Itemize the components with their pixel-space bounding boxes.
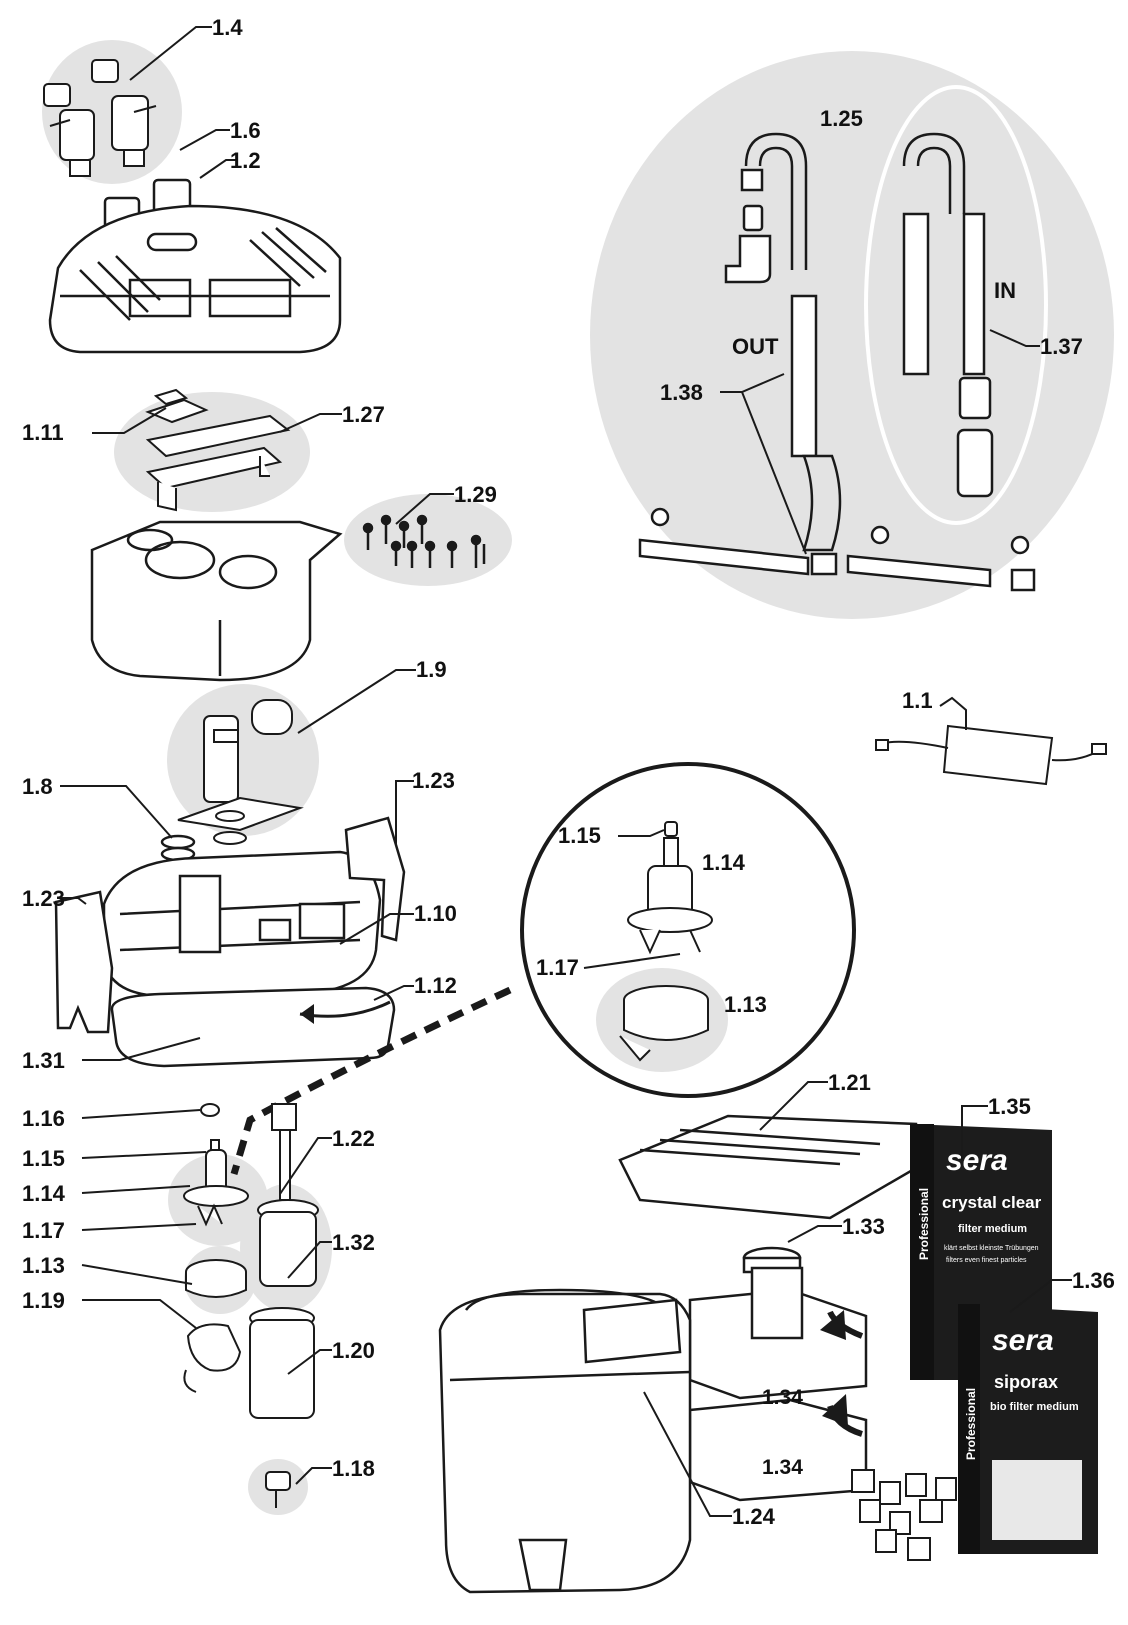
callout-1-13-left: 1.13 bbox=[22, 1253, 65, 1278]
callout-labels: 1.4 1.6 1.2 1.11 1.27 1.29 1.9 1.8 1.23 … bbox=[22, 15, 1115, 1529]
pipe-set-part bbox=[638, 132, 1036, 592]
detail-zoom-circle bbox=[520, 762, 856, 1098]
ceramic-rings-part bbox=[851, 1469, 957, 1561]
product-box-siporax: sera siporax bio filter medium Professio… bbox=[958, 1304, 1098, 1554]
callout-1-33: 1.33 bbox=[842, 1214, 885, 1239]
box-crystal-product: crystal clear bbox=[942, 1193, 1042, 1212]
box-siporax-brand: sera bbox=[992, 1324, 1054, 1357]
callout-1-25: 1.25 bbox=[820, 106, 863, 131]
callout-1-14-detail: 1.14 bbox=[702, 850, 746, 875]
box-crystal-line2: klärt selbst kleinste Trübungen bbox=[944, 1245, 1039, 1252]
pump-module-part bbox=[177, 699, 304, 845]
callout-1-23-right: 1.23 bbox=[412, 768, 455, 793]
callout-1-37: 1.37 bbox=[1040, 334, 1083, 359]
box-crystal-brand: sera bbox=[946, 1144, 1008, 1177]
callout-1-9: 1.9 bbox=[416, 657, 447, 682]
box-crystal-side: Professional bbox=[917, 1188, 931, 1260]
rotation-arrowhead-icon bbox=[300, 1004, 314, 1024]
callout-1-2: 1.2 bbox=[230, 148, 261, 173]
callout-1-20: 1.20 bbox=[332, 1338, 375, 1363]
callout-1-17-detail: 1.17 bbox=[536, 955, 579, 980]
pipe-in-label: IN bbox=[994, 278, 1016, 303]
callout-1-22: 1.22 bbox=[332, 1126, 375, 1151]
callout-1-23-left: 1.23 bbox=[22, 886, 65, 911]
callout-1-36: 1.36 bbox=[1072, 1268, 1115, 1293]
callout-1-15-left: 1.15 bbox=[22, 1146, 65, 1171]
callout-1-12: 1.12 bbox=[414, 973, 457, 998]
filter-lid-part bbox=[48, 178, 342, 354]
callout-1-1: 1.1 bbox=[902, 688, 933, 713]
bubble-1-27 bbox=[114, 392, 310, 512]
callout-1-27: 1.27 bbox=[342, 402, 385, 427]
callout-1-18: 1.18 bbox=[332, 1456, 375, 1481]
bubble-1-25 bbox=[590, 51, 1114, 619]
small-parts-left bbox=[183, 1103, 319, 1508]
callout-1-31: 1.31 bbox=[22, 1048, 65, 1073]
box-siporax-side: Professional bbox=[964, 1388, 978, 1460]
callout-1-6: 1.6 bbox=[230, 118, 261, 143]
valve-taps-part bbox=[43, 59, 157, 177]
callout-1-38: 1.38 bbox=[660, 380, 703, 405]
screws-part bbox=[362, 514, 486, 568]
callout-1-35: 1.35 bbox=[988, 1094, 1031, 1119]
callout-1-10: 1.10 bbox=[414, 901, 457, 926]
callout-1-34-lower: 1.34 bbox=[762, 1456, 803, 1479]
callout-1-29: 1.29 bbox=[454, 482, 497, 507]
detail-link-dashed bbox=[230, 986, 512, 1175]
insert-arrow-icon-lower bbox=[822, 1394, 848, 1426]
callout-1-15-detail: 1.15 bbox=[558, 823, 601, 848]
box-siporax-line1: bio filter medium bbox=[990, 1401, 1079, 1413]
box-crystal-line1: filter medium bbox=[958, 1223, 1027, 1235]
callout-1-34-upper: 1.34 bbox=[762, 1386, 803, 1409]
box-crystal-line3: filters even finest particles bbox=[946, 1257, 1027, 1264]
callout-1-14-left: 1.14 bbox=[22, 1181, 66, 1206]
in-pipe-group-ring bbox=[864, 85, 1048, 525]
insert-arrow-icon-upper bbox=[820, 1310, 846, 1340]
power-supply-part bbox=[875, 724, 1107, 786]
filter-canister-part bbox=[438, 1114, 918, 1594]
callout-1-4: 1.4 bbox=[212, 15, 243, 40]
leader-lines bbox=[60, 26, 1072, 1517]
switch-board-part bbox=[145, 388, 291, 512]
impeller-detail-part bbox=[619, 821, 713, 1062]
callout-1-8: 1.8 bbox=[22, 774, 53, 799]
callout-1-24: 1.24 bbox=[732, 1504, 776, 1529]
callout-1-16: 1.16 bbox=[22, 1106, 65, 1131]
motor-cover-part bbox=[90, 520, 343, 682]
pump-head-part bbox=[54, 816, 406, 1068]
callout-1-13-detail: 1.13 bbox=[724, 992, 767, 1017]
box-siporax-product: siporax bbox=[994, 1372, 1058, 1392]
pipe-out-label: OUT bbox=[732, 334, 779, 359]
callout-1-21: 1.21 bbox=[828, 1070, 871, 1095]
callout-1-19: 1.19 bbox=[22, 1288, 65, 1313]
callout-1-17-left: 1.17 bbox=[22, 1218, 65, 1243]
callout-1-11: 1.11 bbox=[22, 420, 64, 445]
callout-1-32: 1.32 bbox=[332, 1230, 375, 1255]
